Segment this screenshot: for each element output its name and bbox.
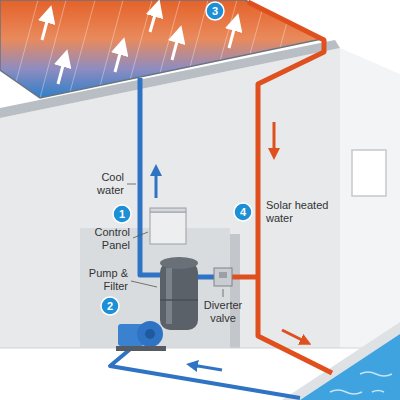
flow-arrows [156,122,306,370]
pool-edge [282,322,400,400]
filter-tank [160,257,198,330]
pool-ripples [330,372,392,394]
ground-line [0,348,400,349]
part-label: Solar heated water [266,199,344,225]
callout-number: 4 [234,203,252,221]
leader-lines [127,184,223,297]
equipment-wall-side [230,234,240,348]
part-label: Control Panel [74,226,130,252]
window [352,150,386,196]
callout-number: 2 [101,297,119,315]
part-label: Diverter valve [193,299,253,325]
diverter-valve [214,268,232,286]
callout-number: 3 [206,2,224,20]
part-label: Pump & Filter [64,267,128,293]
pump [116,321,166,351]
house-side [340,48,400,348]
control-panel [150,208,186,244]
callout-number: 1 [113,205,131,223]
part-label: Cool water [80,171,124,197]
